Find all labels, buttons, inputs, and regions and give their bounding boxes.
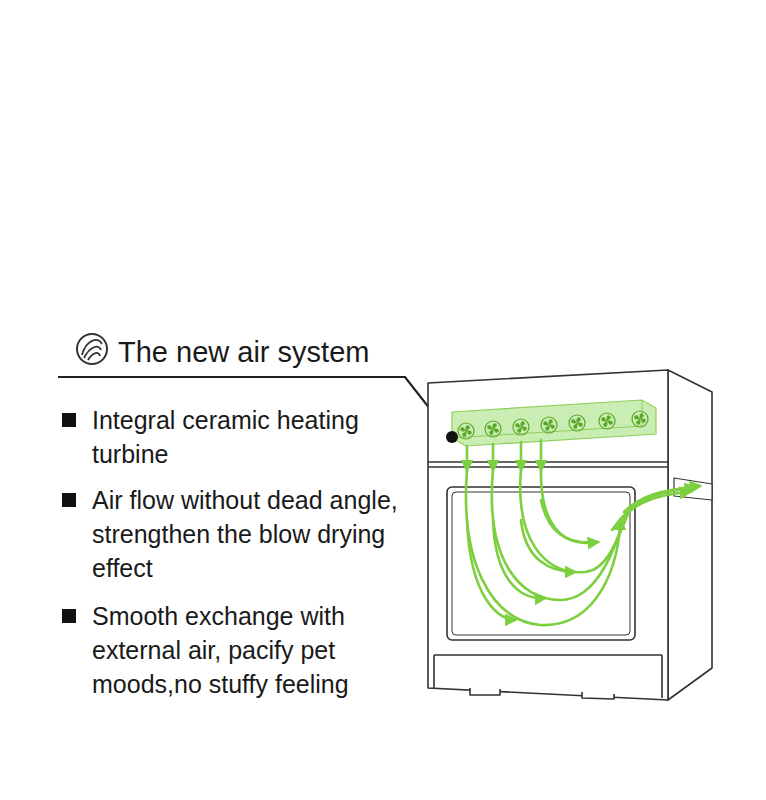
- feature-bullet: Integral ceramic heating turbine: [92, 403, 407, 471]
- feature-bullet: Air flow without dead angle, strengthen …: [92, 483, 407, 585]
- dryer-cabinet: [428, 370, 712, 700]
- callout-title: The new air system: [118, 335, 369, 369]
- bullet-squares: [62, 413, 76, 623]
- heating-turbine: [446, 400, 656, 446]
- air-flow-arrows: [466, 440, 700, 625]
- title-icon: [77, 334, 107, 364]
- feature-bullet: Smooth exchange with external air, pacif…: [92, 599, 407, 701]
